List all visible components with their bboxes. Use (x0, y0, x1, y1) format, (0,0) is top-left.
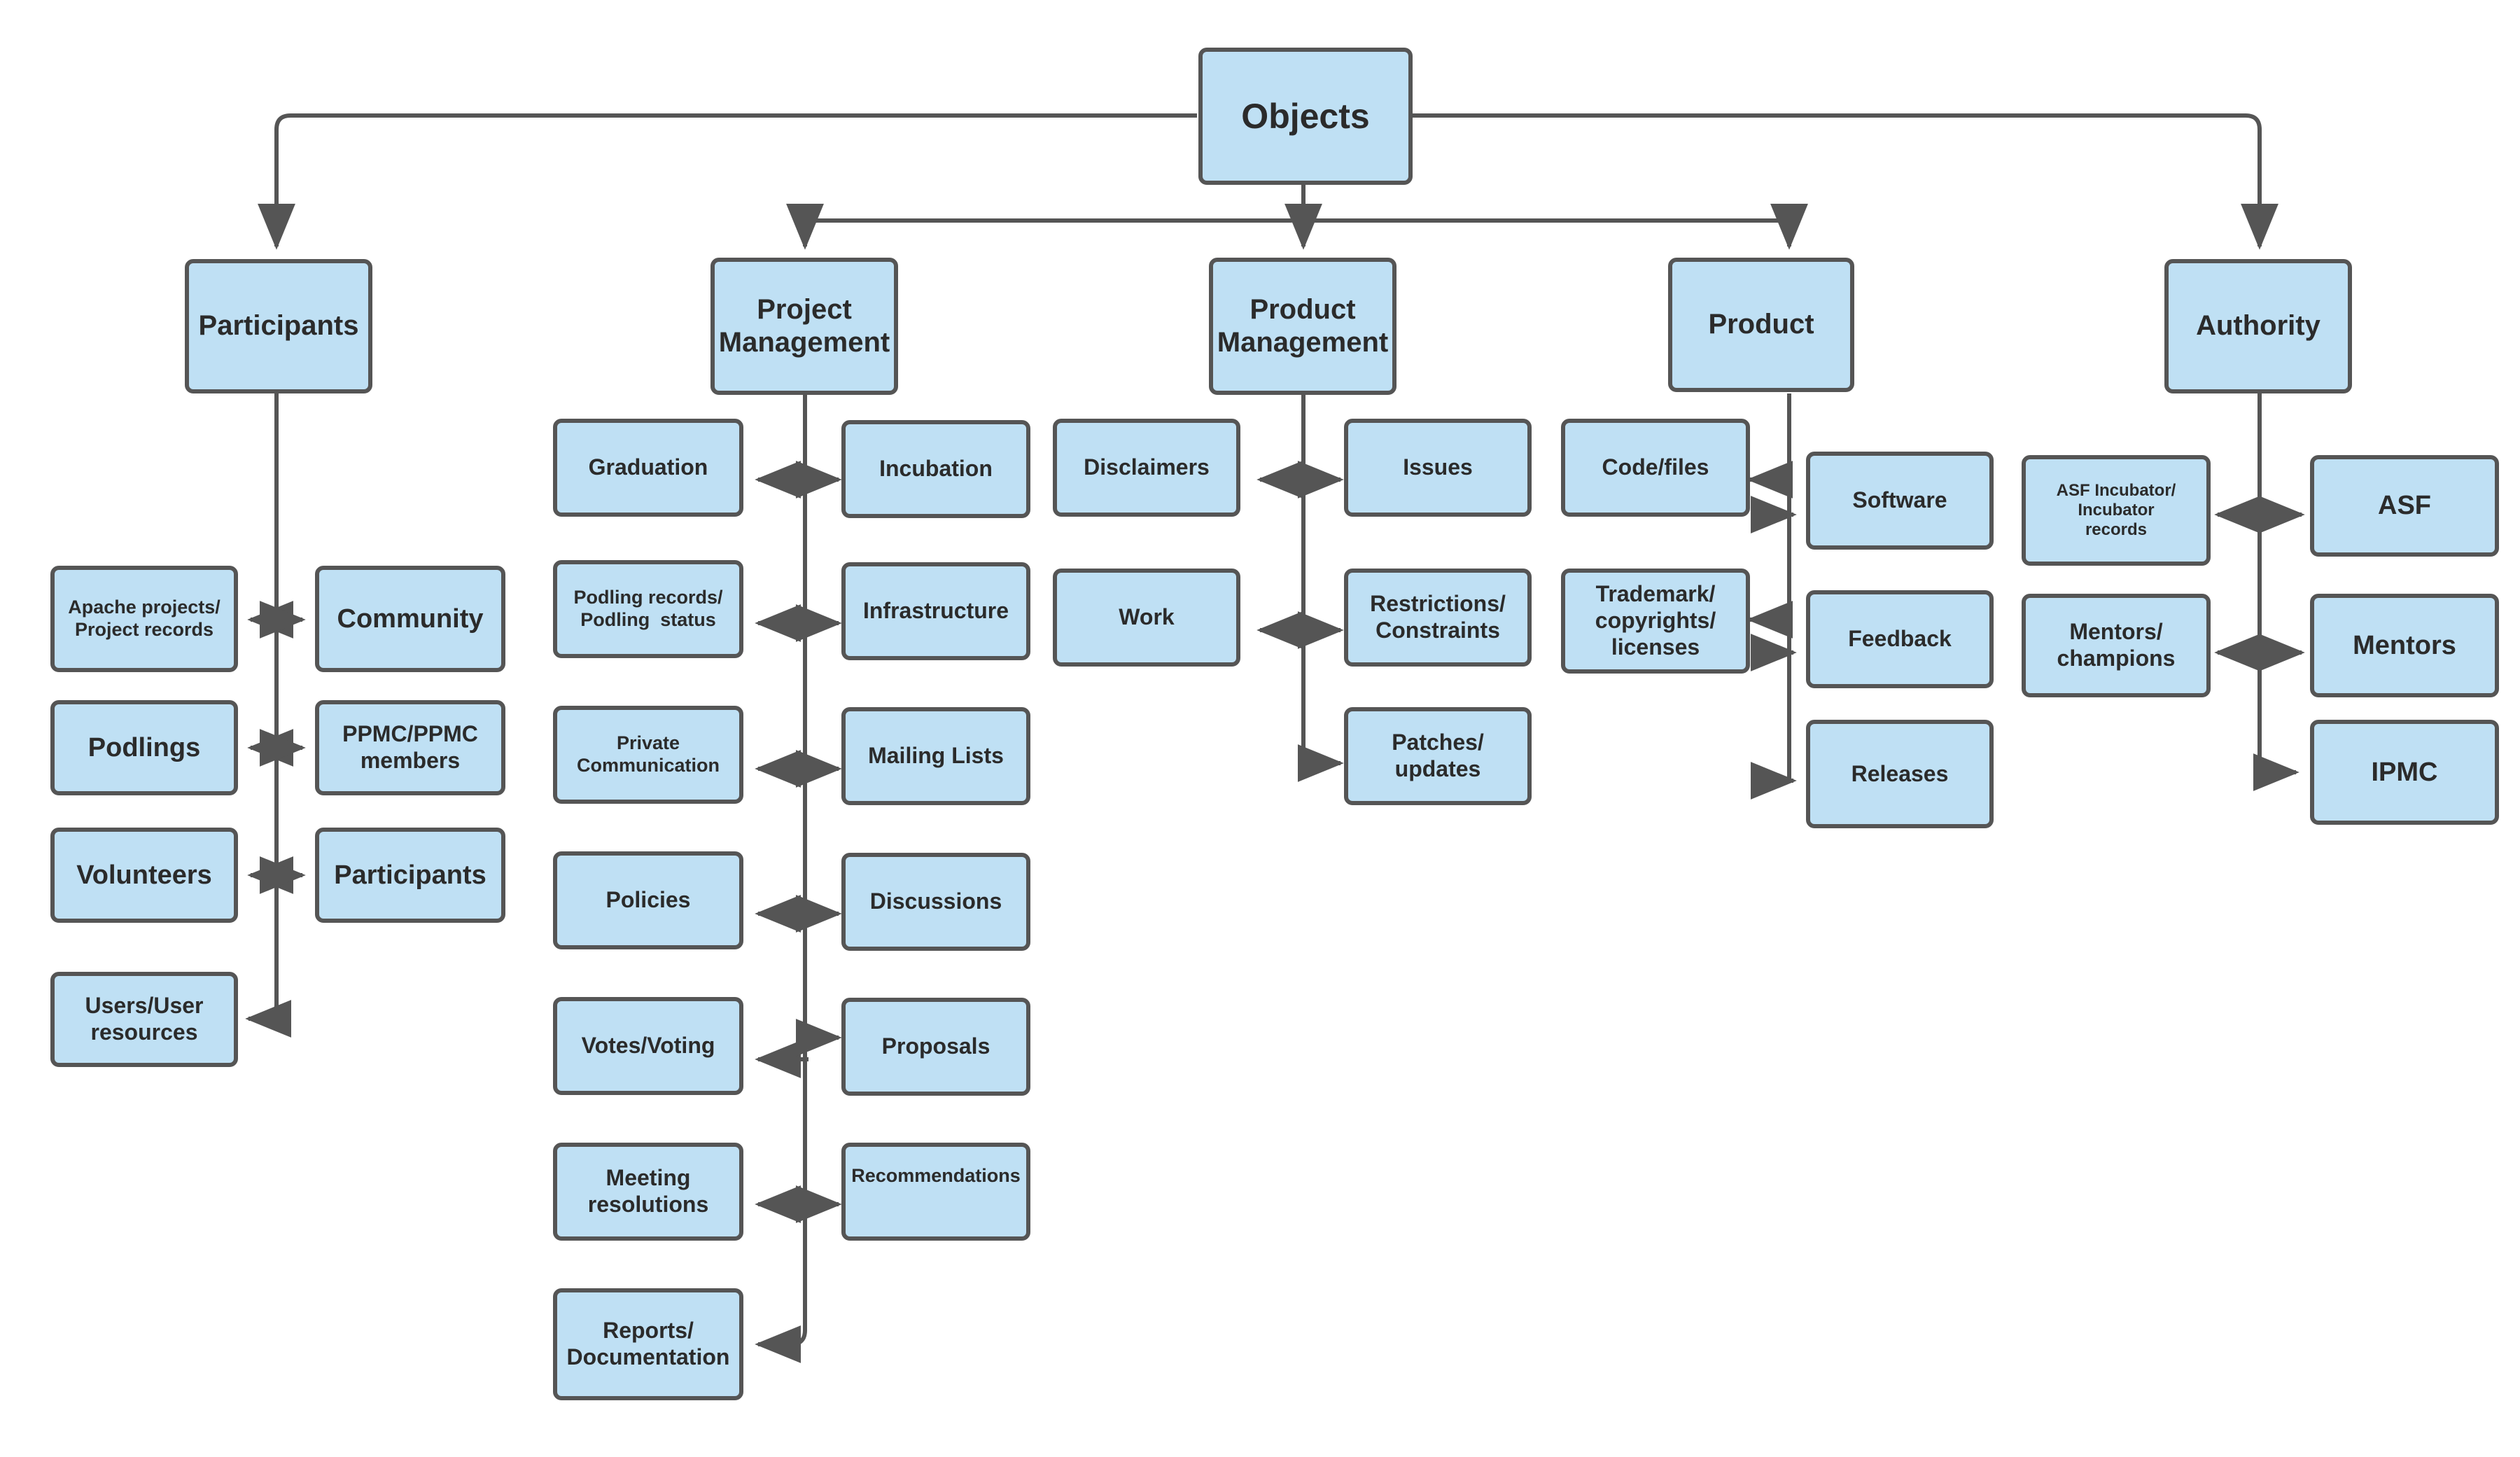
node-mailing-lists[interactable]: Mailing Lists (841, 707, 1030, 805)
node-incubation[interactable]: Incubation (841, 420, 1030, 518)
node-ipmc[interactable]: IPMC (2310, 720, 2499, 825)
node-objects[interactable]: Objects (1198, 48, 1413, 185)
node-product[interactable]: Product (1668, 258, 1854, 392)
spine-participants (245, 393, 292, 1038)
node-label: Mentors/champions (2057, 619, 2176, 671)
node-authority[interactable]: Authority (2164, 259, 2352, 393)
node-label: Restrictions/Constraints (1370, 591, 1506, 643)
edge-objects-participants (258, 113, 1197, 250)
node-infrastructure[interactable]: Infrastructure (841, 562, 1030, 660)
node-asf[interactable]: ASF (2310, 455, 2499, 557)
node-restrictions-constraints[interactable]: Restrictions/Constraints (1344, 569, 1532, 667)
node-label: Trademark/copyrights/licenses (1595, 581, 1716, 660)
node-reports-documentation[interactable]: Reports/Documentation (553, 1288, 743, 1400)
node-label: Apache projects/Project records (68, 597, 220, 640)
node-software[interactable]: Software (1806, 452, 1994, 550)
node-community[interactable]: Community (315, 566, 505, 672)
node-label: Patches/updates (1392, 730, 1484, 781)
spine-project-management (755, 393, 807, 1363)
node-participants-leaf[interactable]: Participants (315, 828, 505, 923)
node-work[interactable]: Work (1053, 569, 1240, 667)
node-disclaimers[interactable]: Disclaimers (1053, 419, 1240, 517)
edge-objects-project-management (786, 183, 1306, 250)
node-feedback[interactable]: Feedback (1806, 590, 1994, 688)
edge-objects-product (1303, 203, 1808, 250)
node-label: Reports/Documentation (566, 1318, 730, 1369)
edge-objects-authority (1413, 113, 2278, 250)
node-discussions[interactable]: Discussions (841, 853, 1030, 951)
node-patches-updates[interactable]: Patches/updates (1344, 707, 1532, 805)
node-volunteers[interactable]: Volunteers (50, 828, 238, 923)
spine-product (1786, 393, 1792, 783)
node-participants[interactable]: Participants (185, 259, 372, 393)
node-podling-records[interactable]: Podling records/Podling status (553, 560, 743, 658)
node-graduation[interactable]: Graduation (553, 419, 743, 517)
spine-authority (2253, 393, 2300, 791)
node-trademark-copyrights-licenses[interactable]: Trademark/copyrights/licenses (1561, 569, 1750, 674)
node-issues[interactable]: Issues (1344, 419, 1532, 517)
node-proposals[interactable]: Proposals (841, 998, 1030, 1096)
node-recommendations[interactable]: Recommendations (841, 1143, 1030, 1241)
node-policies[interactable]: Policies (553, 851, 743, 949)
node-votes-voting[interactable]: Votes/Voting (553, 997, 743, 1095)
node-apache-projects[interactable]: Apache projects/Project records (50, 566, 238, 672)
node-mentors-champions[interactable]: Mentors/champions (2022, 594, 2211, 697)
node-releases[interactable]: Releases (1806, 720, 1994, 828)
node-podlings[interactable]: Podlings (50, 700, 238, 795)
node-code-files[interactable]: Code/files (1561, 419, 1750, 517)
node-mentors[interactable]: Mentors (2310, 594, 2499, 697)
spine-product-management (1297, 393, 1344, 782)
node-label: Podling records/Podling status (573, 587, 723, 630)
